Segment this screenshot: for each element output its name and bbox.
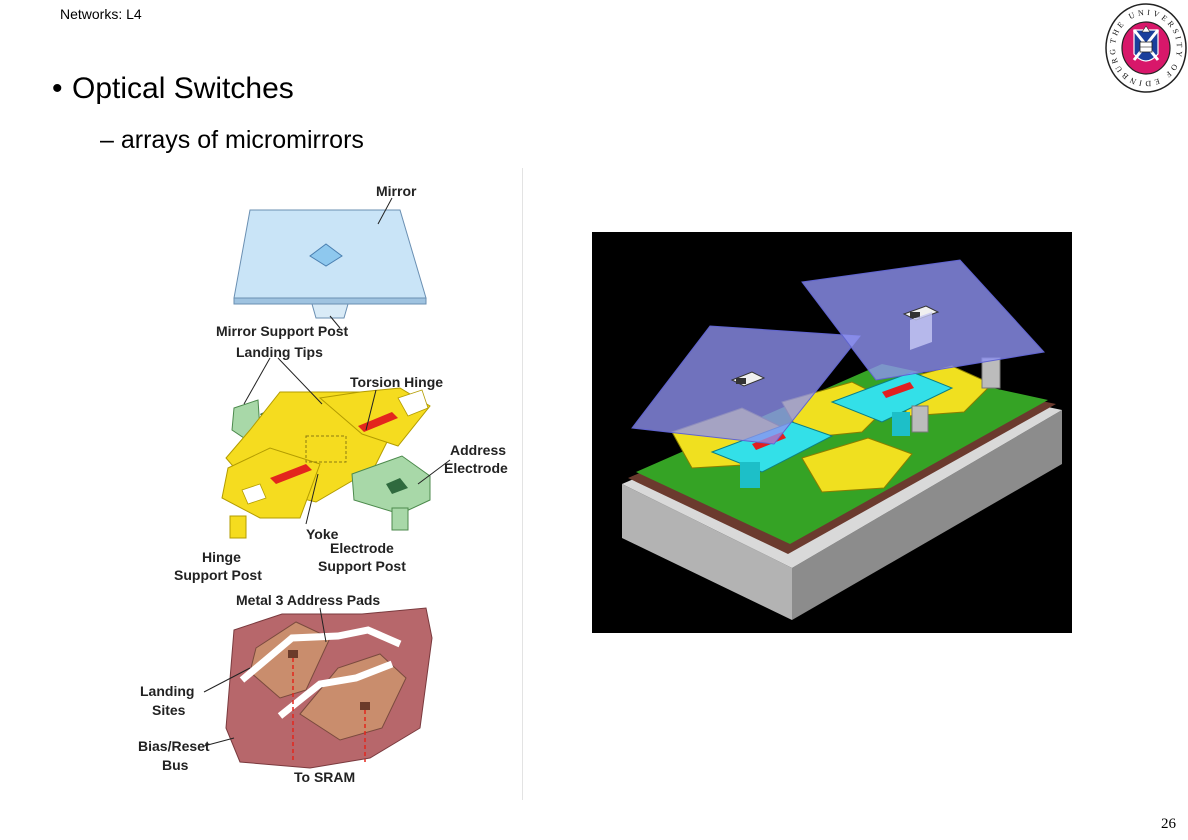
label-sites: Sites [152, 702, 186, 718]
label-yoke: Yoke [306, 526, 339, 542]
label-mirror: Mirror [376, 183, 417, 199]
bullet-dot-icon: • [52, 72, 63, 105]
label-address: Address [450, 442, 506, 458]
header-course-title: Networks: L4 [60, 6, 142, 22]
university-of-edinburgh-crest-icon: THE UNIVERSITY OF EDINBURGH [1104, 0, 1187, 93]
label-to-sram: To SRAM [294, 769, 355, 785]
label-torsion-hinge: Torsion Hinge [350, 374, 443, 390]
label-hinge: Hinge [202, 549, 241, 565]
label-metal3-address-pads: Metal 3 Address Pads [236, 592, 380, 608]
label-electrode-support-post: Support Post [318, 558, 406, 574]
label-electrode: Electrode [444, 460, 508, 476]
bullet-text: Optical Switches [72, 72, 294, 105]
label-landing-tips: Landing Tips [236, 344, 323, 360]
bullet-item: • Optical Switches [52, 72, 294, 106]
label-bias-reset: Bias/Reset [138, 738, 210, 754]
label-bus: Bus [162, 757, 189, 773]
sub-bullet-text: – arrays of micromirrors [100, 126, 364, 154]
mirror-layer [233, 209, 427, 319]
label-hinge-support-post: Support Post [174, 567, 262, 583]
yoke-layer [221, 387, 431, 539]
address-pads-layer [225, 607, 433, 769]
micromirror-exploded-diagram: Mirror Mirror Support Post Landing Tips … [138, 183, 508, 785]
label-mirror-support-post: Mirror Support Post [216, 323, 349, 339]
label-landing: Landing [140, 683, 194, 699]
page-number: 26 [1161, 816, 1176, 832]
micromirror-3d-render-image [592, 232, 1072, 633]
label-electrode-support: Electrode [330, 540, 394, 556]
diagram-divider [522, 168, 523, 800]
